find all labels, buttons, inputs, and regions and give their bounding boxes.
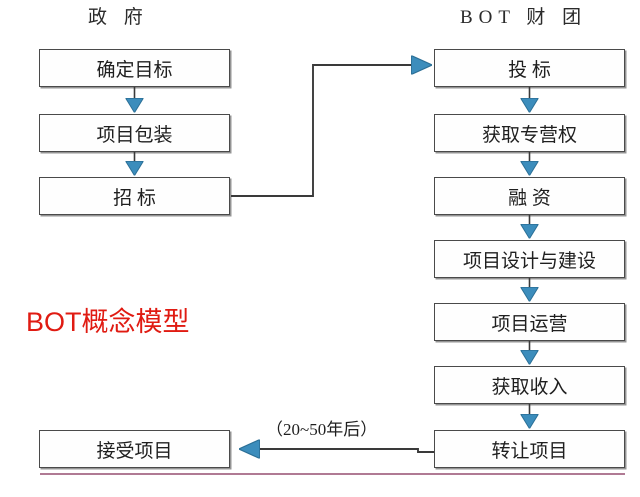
column-heading-consortium: BOT 财 团 [460,7,588,28]
bottom-divider [40,473,625,475]
process-box-accept-project[interactable]: 接受项目 [39,430,230,468]
transfer-period-annotation: （20~50年后） [266,420,378,439]
process-box-bid[interactable]: 投 标 [434,49,625,87]
column-heading-government: 政 府 [88,7,149,28]
process-box-design-and-construction[interactable]: 项目设计与建设 [434,240,625,278]
connector-tender-to-bid [231,65,431,197]
connector-transfer-to-accept [240,449,434,452]
process-box-franchise[interactable]: 获取专营权 [434,114,625,152]
process-box-tender[interactable]: 招 标 [39,177,230,215]
process-box-finance[interactable]: 融 资 [434,177,625,215]
process-box-goal[interactable]: 确定目标 [39,49,230,87]
process-box-operation[interactable]: 项目运营 [434,303,625,341]
model-title-overlay: BOT概念模型 [26,307,190,337]
process-box-package[interactable]: 项目包装 [39,114,230,152]
process-box-revenue[interactable]: 获取收入 [434,366,625,404]
process-box-transfer[interactable]: 转让项目 [434,430,625,468]
